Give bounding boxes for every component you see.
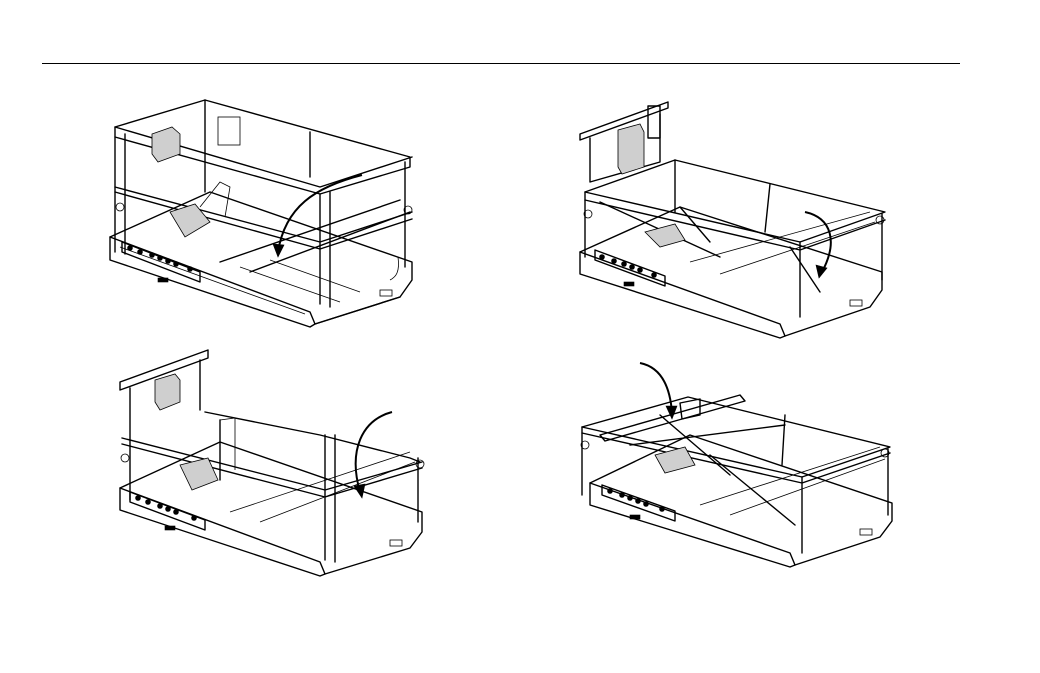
panel-bottom-right xyxy=(570,355,900,580)
assembly-step-2-icon xyxy=(570,92,890,340)
header-rule xyxy=(42,63,960,64)
panel-bottom-left xyxy=(110,340,440,580)
assembly-step-1-icon xyxy=(100,92,430,330)
assembly-step-3-icon xyxy=(110,340,440,580)
panel-top-right xyxy=(570,92,890,340)
assembly-step-4-icon xyxy=(570,355,900,580)
panel-top-left xyxy=(100,92,430,330)
